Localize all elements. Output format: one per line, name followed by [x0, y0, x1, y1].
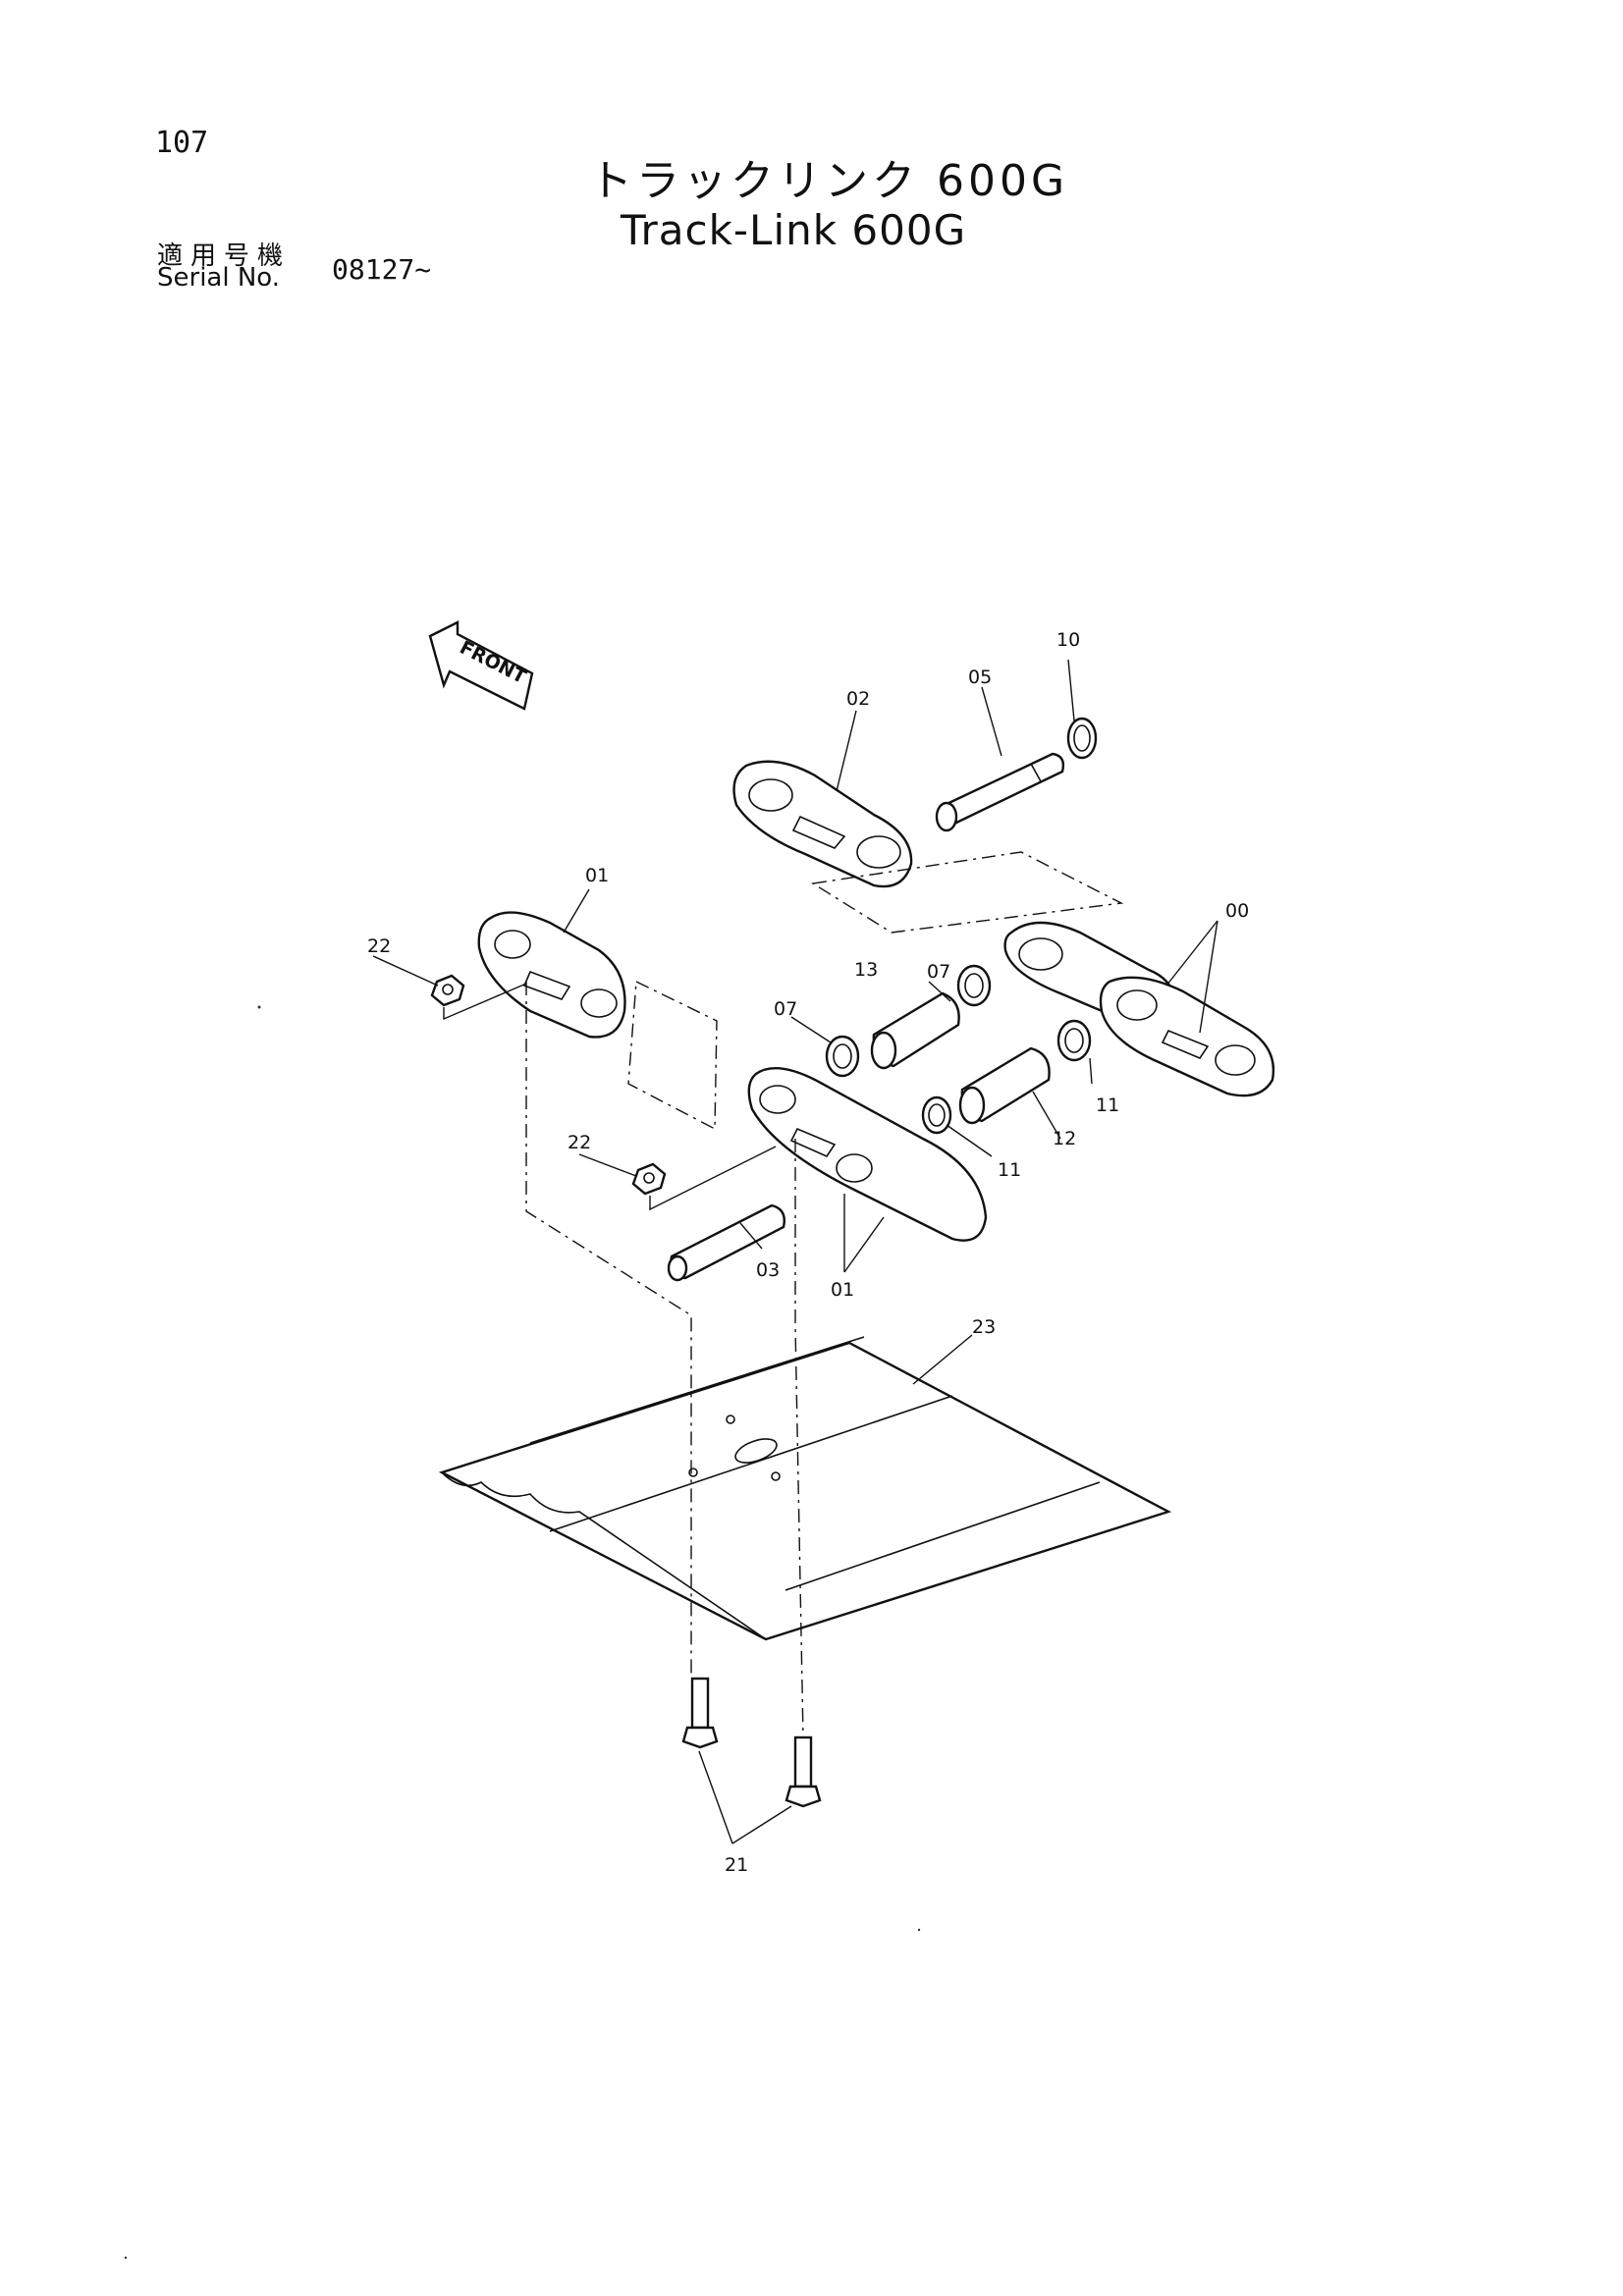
front-arrow-icon: FRONT [428, 620, 534, 711]
part-22-nut-upper [430, 974, 465, 1007]
callout-01-upper: 01 [585, 865, 609, 886]
callout-11-right: 11 [1096, 1095, 1119, 1116]
callout-03: 03 [756, 1259, 780, 1281]
callout-11-left: 11 [998, 1159, 1021, 1181]
serial-label-japanese: 適用号機 [157, 241, 292, 271]
part-22-nut-lower [631, 1162, 667, 1196]
callout-05: 05 [968, 667, 992, 688]
part-07-seal-lower [825, 1035, 860, 1078]
callout-leaders [372, 659, 1218, 1844]
part-12-bushing [958, 1046, 1051, 1125]
callout-23: 23 [972, 1316, 996, 1338]
callout-01-lower: 01 [831, 1279, 854, 1301]
part-23-track-shoe [438, 1336, 1172, 1641]
callout-22-upper: 22 [367, 935, 391, 957]
callout-07-lower: 07 [774, 998, 797, 1020]
part-00-track-link-assembly [1003, 921, 1275, 1097]
part-21-shoe-bolt-left [681, 1677, 719, 1749]
part-03-track-pin [667, 1203, 785, 1282]
callout-labels: 10 05 02 01 00 22 07 13 07 11 11 12 22 0… [367, 629, 1249, 1876]
assembly-centerlines [443, 851, 1124, 1738]
part-11-spacer-right [1056, 1019, 1092, 1062]
callout-10: 10 [1056, 629, 1080, 651]
callout-13: 13 [854, 959, 878, 981]
callout-22-lower: 22 [568, 1132, 591, 1153]
part-07-seal-upper [956, 964, 992, 1007]
serial-label-english: Serial No. [157, 263, 280, 293]
page-title-english: Track-Link 600G [621, 206, 967, 254]
callout-12: 12 [1053, 1128, 1076, 1149]
callout-00: 00 [1225, 900, 1249, 922]
callout-21: 21 [725, 1854, 748, 1876]
page-number: 107 [155, 126, 209, 160]
part-11-spacer-left [921, 1095, 952, 1135]
part-10-snap-ring [1066, 717, 1098, 760]
part-02-track-link [732, 760, 913, 888]
callout-07-upper: 07 [927, 961, 950, 983]
callout-02: 02 [846, 688, 870, 710]
part-13-bushing [870, 991, 960, 1070]
serial-number-value: 08127~ [332, 253, 432, 286]
part-21-shoe-bolt-right [784, 1735, 822, 1808]
part-05-track-pin [935, 752, 1065, 832]
part-01-track-link-upper [477, 911, 626, 1039]
page-title-japanese: トラックリンク 600G [589, 156, 1069, 206]
part-01-track-link-lower [747, 1067, 988, 1242]
